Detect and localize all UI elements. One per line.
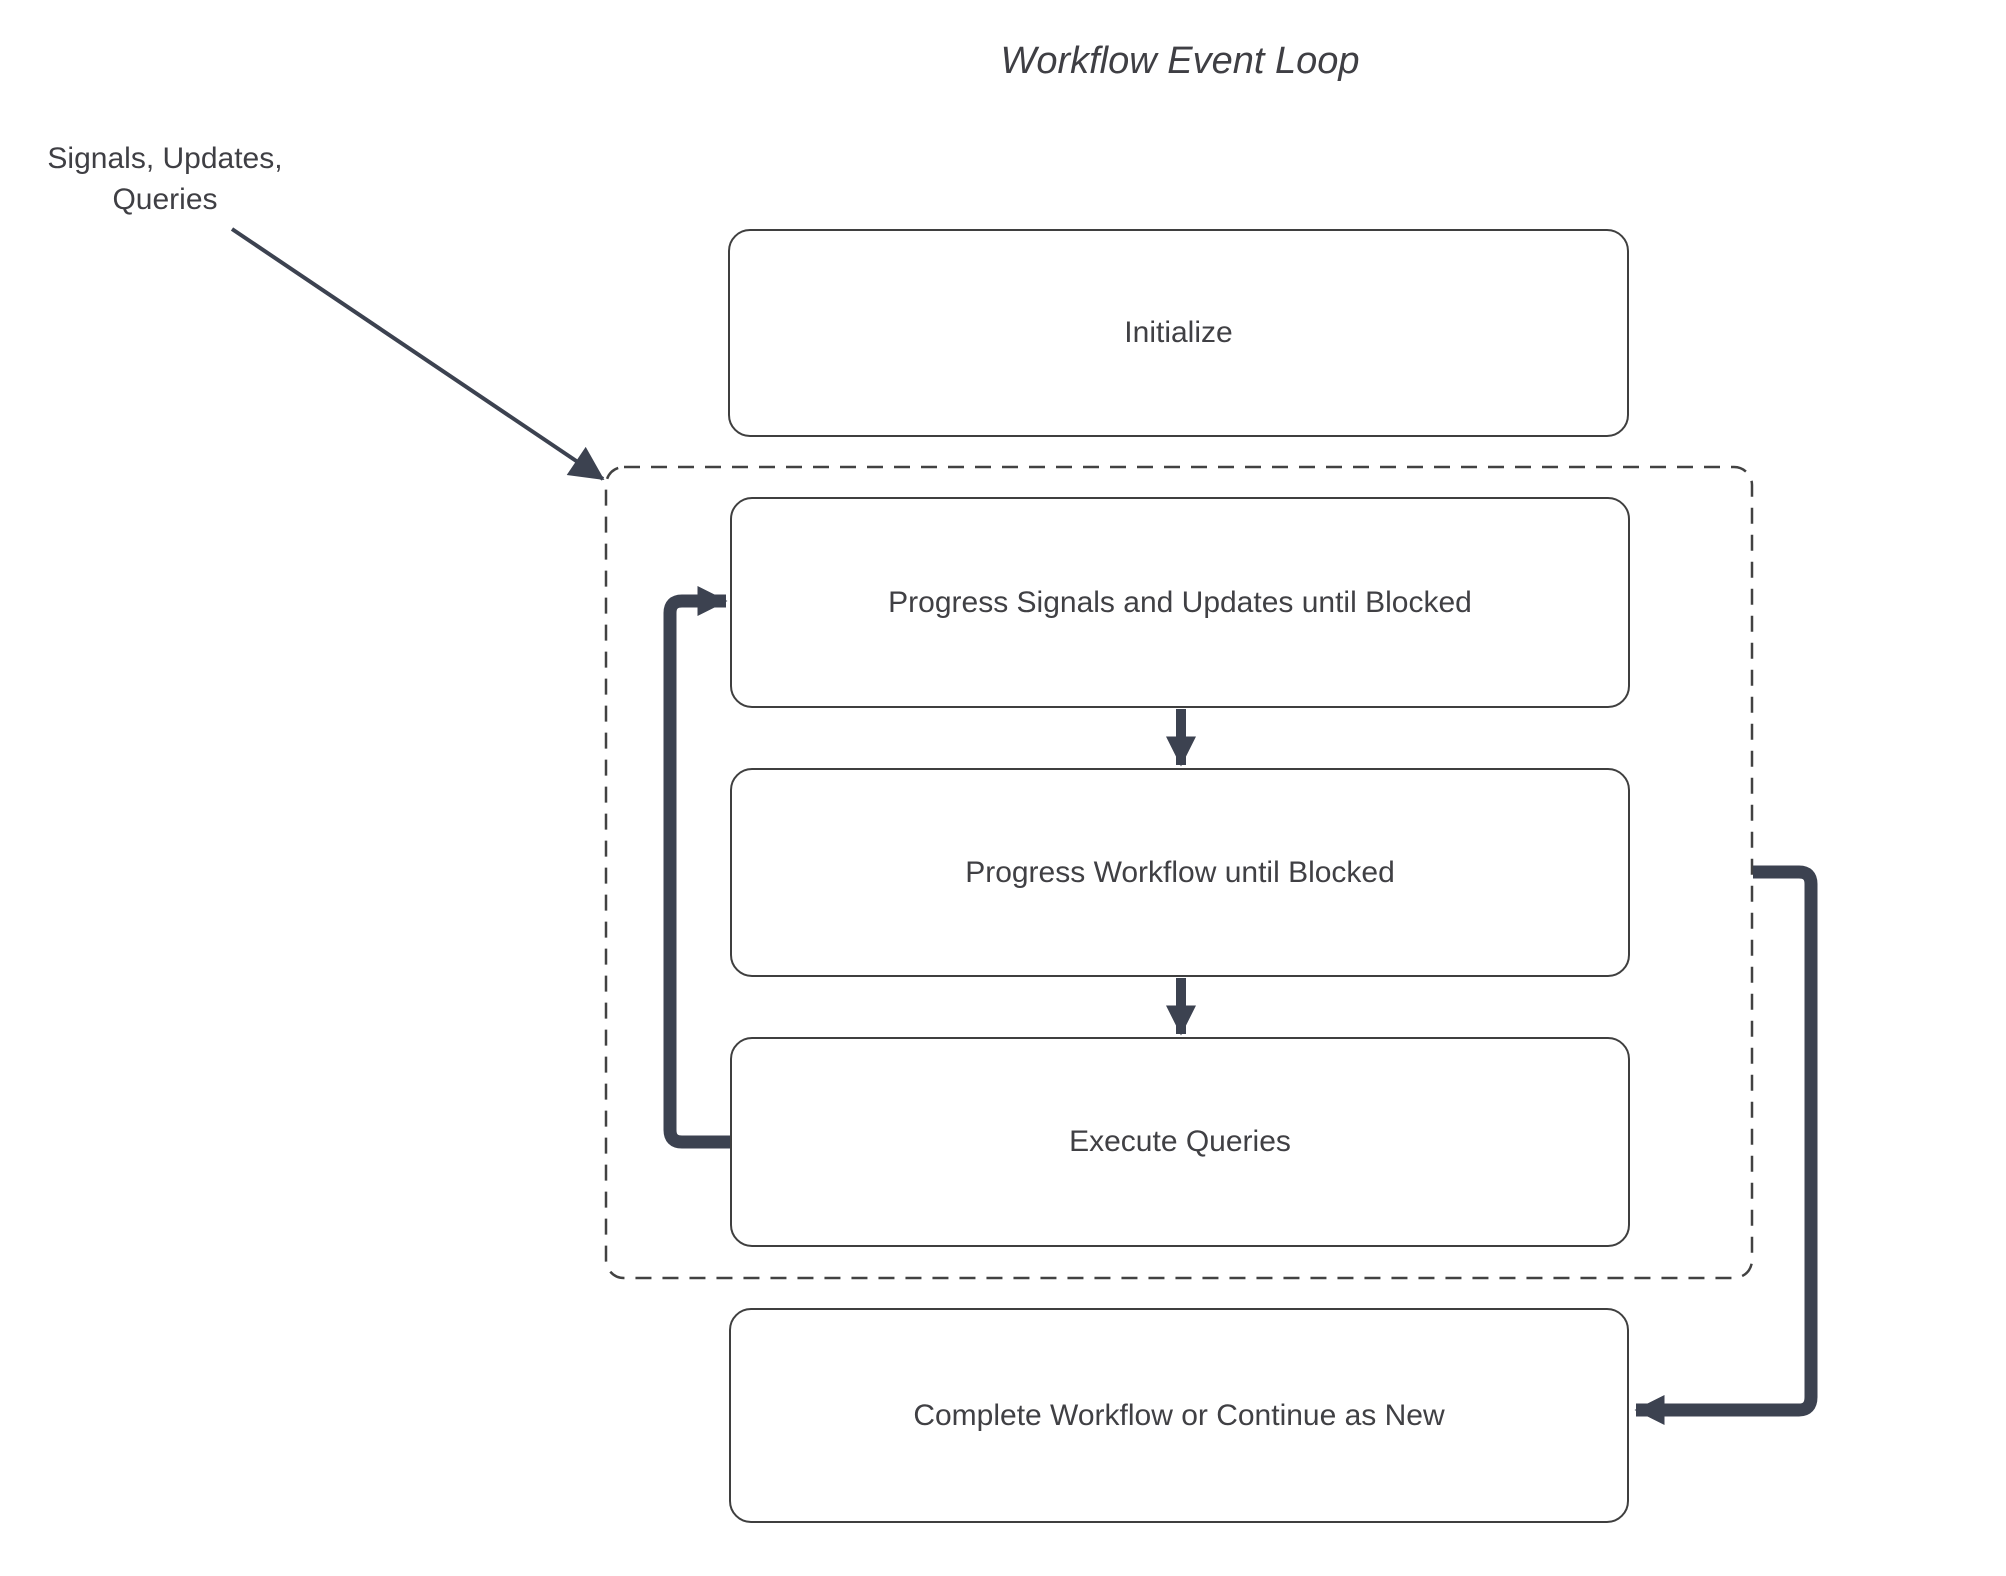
loop-back-arrow-icon <box>663 586 731 1149</box>
node-initialize: Initialize <box>728 229 1629 437</box>
diagram-title: Workflow Event Loop <box>1000 40 1360 82</box>
signals-input-arrow-icon <box>230 227 605 481</box>
continue-arrow-icon <box>1634 865 1818 1425</box>
signals-label-line2: Queries <box>112 183 218 216</box>
node-execute-queries: Execute Queries <box>730 1037 1630 1247</box>
node-progress-workflow: Progress Workflow until Blocked <box>730 768 1630 977</box>
signals-label-line1: Signals, Updates, <box>47 142 283 175</box>
node-complete-workflow: Complete Workflow or Continue as New <box>729 1308 1629 1523</box>
event-loop-dashed-boundary <box>604 465 1754 1280</box>
signals-updates-queries-label: Signals, Updates, Queries <box>20 138 310 220</box>
node-progress-signals-and-updates: Progress Signals and Updates until Block… <box>730 497 1630 708</box>
